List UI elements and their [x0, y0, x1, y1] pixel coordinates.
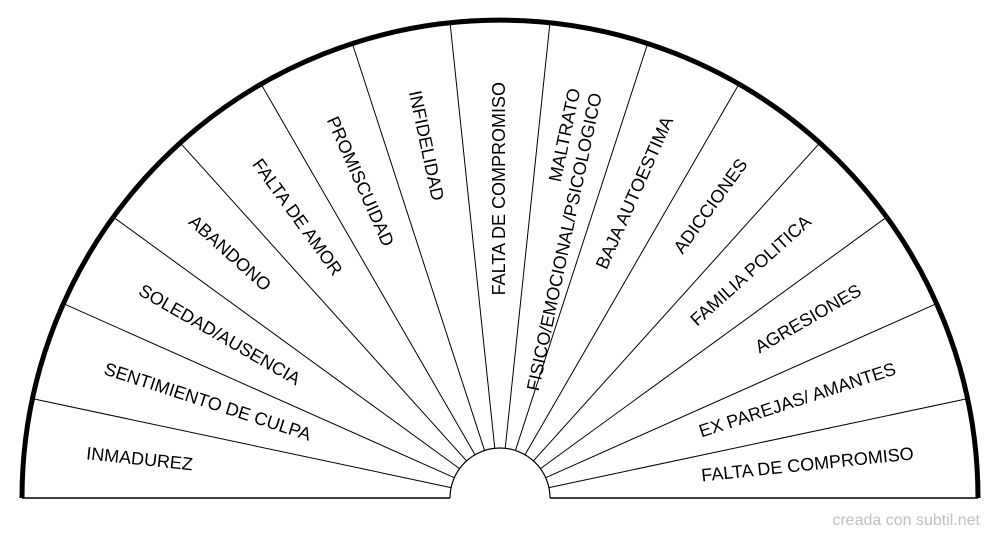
- segment-dividers: [32, 22, 968, 489]
- segment-divider: [533, 142, 821, 462]
- segment-label: AGRESIONES: [752, 280, 865, 357]
- segment-label: INMADUREZ: [85, 443, 194, 474]
- segment-divider: [524, 83, 740, 455]
- segment-label: PROMISCUIDAD: [323, 113, 398, 249]
- segment-label: EX PAREJAS/ AMANTES: [696, 359, 898, 442]
- segment-label: FALTA DE COMPROMISO: [489, 82, 509, 295]
- segment-divider: [351, 43, 486, 451]
- segment-divider: [32, 398, 452, 489]
- segment-label: BAJA AUTOESTIMA: [592, 113, 677, 272]
- segment-label: FALTA DE COMPROMISO: [700, 443, 914, 485]
- segment-label: ABANDONO: [185, 211, 275, 295]
- inner-arc: [449, 447, 551, 499]
- segment-label: FALTA DE AMOR: [248, 155, 346, 280]
- segment-divider: [504, 22, 551, 449]
- segment-divider: [112, 216, 460, 470]
- outer-arc: [19, 17, 981, 499]
- credit-text: creada con subtil.net: [832, 512, 980, 529]
- segment-divider: [63, 303, 455, 479]
- segment-divider: [260, 83, 476, 455]
- segment-label: INFIDELIDAD: [405, 89, 448, 203]
- segment-divider: [545, 303, 937, 479]
- segment-divider: [449, 22, 496, 449]
- segment-label: ADICCIONES: [670, 155, 752, 257]
- segment-divider: [179, 142, 467, 462]
- segment-divider: [514, 43, 649, 451]
- segment-divider: [548, 398, 968, 489]
- segment-divider: [540, 216, 888, 470]
